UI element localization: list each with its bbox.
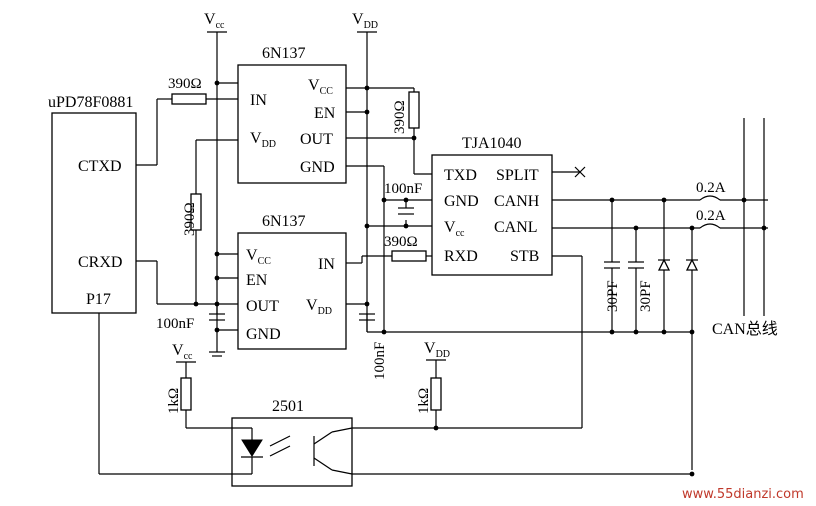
- opto1-pin-vcc: VCC: [308, 77, 333, 97]
- resistor-r5-label: 1kΩ: [166, 388, 182, 414]
- mcu-name: uPD78F0881: [48, 94, 133, 111]
- mcu-pin-ctxd: CTXD: [78, 158, 122, 175]
- rail-vdd-bottom: VDD: [424, 340, 450, 360]
- opto1-pin-out: OUT: [300, 131, 333, 148]
- capacitor-symbols: [209, 207, 414, 321]
- resistor-r2-label: 390Ω: [392, 100, 408, 134]
- rail-vcc-top: Vcc: [204, 11, 225, 31]
- resistor-r3: [190, 193, 202, 231]
- opto2-box: [237, 232, 347, 350]
- resistor-r6: [430, 377, 442, 411]
- transceiver-pin-txd: TXD: [444, 167, 477, 184]
- opto1-pin-gnd: GND: [300, 159, 335, 176]
- resistor-r1-label: 390Ω: [168, 76, 202, 92]
- opto1-pin-vdd: VDD: [250, 130, 276, 150]
- mcu-pin-crxd: CRXD: [78, 254, 122, 271]
- opto2-pin-vcc: VCC: [246, 247, 271, 267]
- opto1-box: [237, 64, 347, 184]
- resistor-r4: [391, 250, 427, 262]
- resistor-r6-label: 1kΩ: [416, 388, 432, 414]
- capacitor-c4-label: 30PF: [605, 280, 621, 312]
- opto2-pin-out: OUT: [246, 298, 279, 315]
- rail-vcc-bottom: Vcc: [172, 342, 193, 362]
- transceiver-pin-vcc: Vcc: [444, 219, 465, 239]
- mcu-box: [51, 112, 137, 314]
- transceiver-pin-canh: CANH: [494, 193, 540, 210]
- can-bus-label: CAN总线: [712, 320, 778, 338]
- capacitor-c2-label: 100nF: [156, 316, 194, 332]
- capacitor-c1-label: 100nF: [384, 181, 422, 197]
- opto3-name: 2501: [272, 398, 304, 415]
- resistor-r2: [408, 91, 420, 129]
- resistor-r5: [180, 377, 192, 411]
- resistor-r1: [171, 93, 207, 105]
- transceiver-pin-canl: CANL: [494, 219, 538, 236]
- opto1-name: 6N137: [262, 45, 306, 62]
- fuse-f1-label: 0.2A: [696, 180, 726, 196]
- opto1-pin-in: IN: [250, 92, 267, 109]
- transceiver-box: [431, 154, 553, 276]
- transceiver-name: TJA1040: [462, 135, 522, 152]
- opto2-pin-vdd: VDD: [306, 297, 332, 317]
- opto2-pin-gnd: GND: [246, 326, 281, 343]
- transceiver-pin-stb: STB: [510, 248, 539, 265]
- opto2-pin-en: EN: [246, 272, 268, 289]
- transceiver-pin-gnd: GND: [444, 193, 479, 210]
- watermark: www.55dianzi.com: [682, 487, 804, 502]
- capacitor-c3-label: 100nF: [372, 342, 388, 380]
- rail-vdd-top: VDD: [352, 11, 378, 31]
- opto2-name: 6N137: [262, 213, 306, 230]
- transceiver-pin-rxd: RXD: [444, 248, 478, 265]
- capacitor-c5-label: 30PF: [638, 280, 654, 312]
- fuse-f2-label: 0.2A: [696, 208, 726, 224]
- transceiver-pin-split: SPLIT: [496, 167, 539, 184]
- tvs-diodes: [657, 258, 699, 271]
- opto2-pin-in: IN: [318, 256, 335, 273]
- mcu-pin-p17: P17: [86, 291, 111, 308]
- resistor-r4-label: 390Ω: [384, 234, 418, 250]
- junction-dots: [193, 80, 767, 477]
- resistor-r3-label: 390Ω: [182, 202, 198, 236]
- opto3-internals: [232, 427, 353, 475]
- opto1-pin-en: EN: [314, 105, 336, 122]
